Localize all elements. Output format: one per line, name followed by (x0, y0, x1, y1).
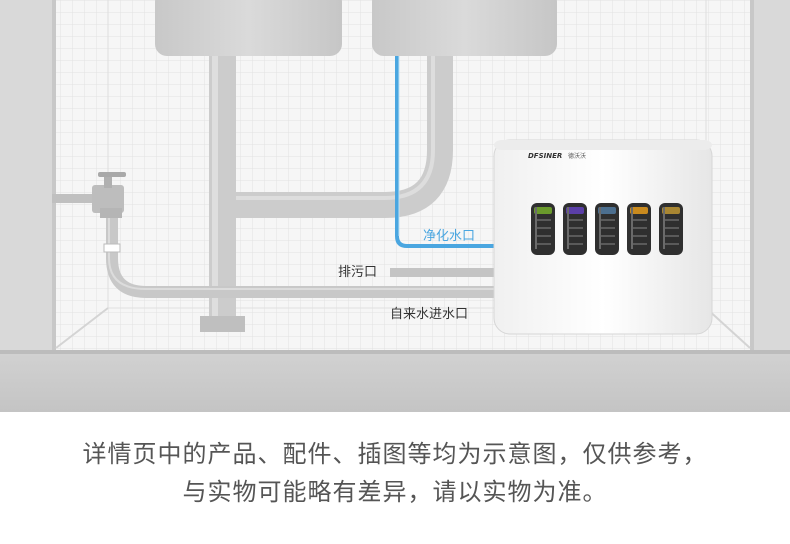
disclaimer-line-1: 详情页中的产品、配件、插图等均为示意图，仅供参考， (82, 440, 708, 468)
brand-logo: DFSINER (528, 152, 562, 160)
filter-cartridge (563, 203, 587, 255)
purified-water-line (395, 56, 496, 248)
label-drain-outlet: 排污口 (338, 265, 377, 280)
drain-outlet-pipe (390, 268, 496, 277)
filter-cartridges (531, 203, 683, 255)
installation-scene: DFSINER 德沃沃 净化水口 排污口 自来水进水口 (0, 0, 790, 412)
label-tap-water-inlet: 自来水进水口 (390, 307, 468, 322)
sink-basin-left (155, 0, 342, 56)
brand-logo-cn: 德沃沃 (568, 152, 586, 160)
disclaimer-line-2: 与实物可能略有差异，请以实物为准。 (182, 478, 608, 506)
filter-cartridge (595, 203, 619, 255)
label-purified-outlet: 净化水口 (423, 229, 475, 244)
sink-basin-right (372, 0, 557, 56)
drain-pipe-base (200, 316, 245, 332)
disclaimer: 详情页中的产品、配件、插图等均为示意图，仅供参考， 与实物可能略有差异，请以实物… (0, 412, 790, 544)
cabinet-left-wall (0, 0, 52, 352)
filter-cartridge (659, 203, 683, 255)
filter-cartridge (531, 203, 555, 255)
drain-pipe-right (236, 56, 453, 218)
cabinet-floor (0, 350, 790, 412)
filter-cartridge (627, 203, 651, 255)
cabinet-right-wall (754, 0, 790, 352)
angle-valve-icon (52, 172, 126, 253)
